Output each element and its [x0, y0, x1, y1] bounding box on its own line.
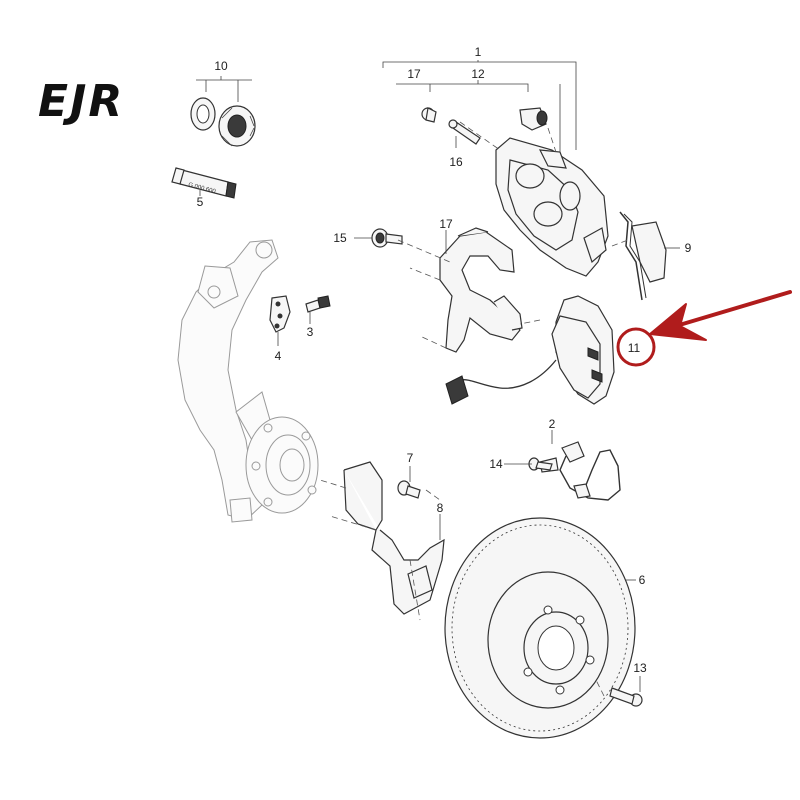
- wheel-bearing-set: [190, 97, 256, 147]
- callout-10: 10: [214, 59, 228, 73]
- caliper-bolt-upper: [371, 228, 403, 248]
- callout-8: 8: [437, 501, 444, 515]
- callout-16: 16: [449, 155, 463, 169]
- callout-11: 11: [628, 341, 641, 355]
- callout-17-top: 17: [407, 67, 421, 81]
- callout-17-mid: 17: [439, 217, 453, 231]
- brand-logo-text: EJR: [38, 76, 124, 127]
- wheel-hub: [245, 416, 319, 514]
- callout-2: 2: [549, 417, 556, 431]
- highlight-arrow: [649, 290, 792, 341]
- callout-1: 1: [475, 45, 482, 59]
- callout-15: 15: [333, 231, 347, 245]
- caliper-carrier: [439, 227, 523, 353]
- callout-4: 4: [275, 349, 282, 363]
- highlight-annotation: [616, 290, 792, 367]
- callout-3: 3: [307, 325, 314, 339]
- highlight-circle: [616, 327, 656, 367]
- grease-tube: G 000 600: [171, 167, 237, 199]
- splash-shield: [343, 461, 445, 615]
- guide-cap: [421, 107, 437, 123]
- callout-7: 7: [407, 451, 414, 465]
- disc-screw: [609, 687, 643, 707]
- assembly-lines: [319, 121, 629, 697]
- anti-rattle-clip: [619, 211, 667, 301]
- callout-6: 6: [639, 573, 646, 587]
- callout-5: 5: [197, 195, 204, 209]
- brake-line-bracket: [539, 441, 621, 501]
- small-bracket: [269, 295, 291, 333]
- callout-9: 9: [685, 241, 692, 255]
- leader-lines: [196, 60, 680, 692]
- brake-disc: [444, 517, 636, 739]
- shield-bolt: [397, 480, 421, 499]
- guide-pin: [448, 119, 481, 145]
- guide-sleeve: [519, 107, 548, 131]
- callout-13: 13: [633, 661, 647, 675]
- callout-14: 14: [489, 457, 503, 471]
- bleed-screw: [305, 295, 331, 313]
- brand-logo: EJR: [38, 76, 124, 127]
- callout-12: 12: [471, 67, 485, 81]
- bracket-bolt: [528, 457, 553, 471]
- callout-labels: 1 17 12 10 5 16 15 17 9 3 4 11 2 14 7 8 …: [197, 45, 692, 675]
- brake-pad-set: [445, 295, 615, 405]
- brake-caliper: [495, 137, 609, 277]
